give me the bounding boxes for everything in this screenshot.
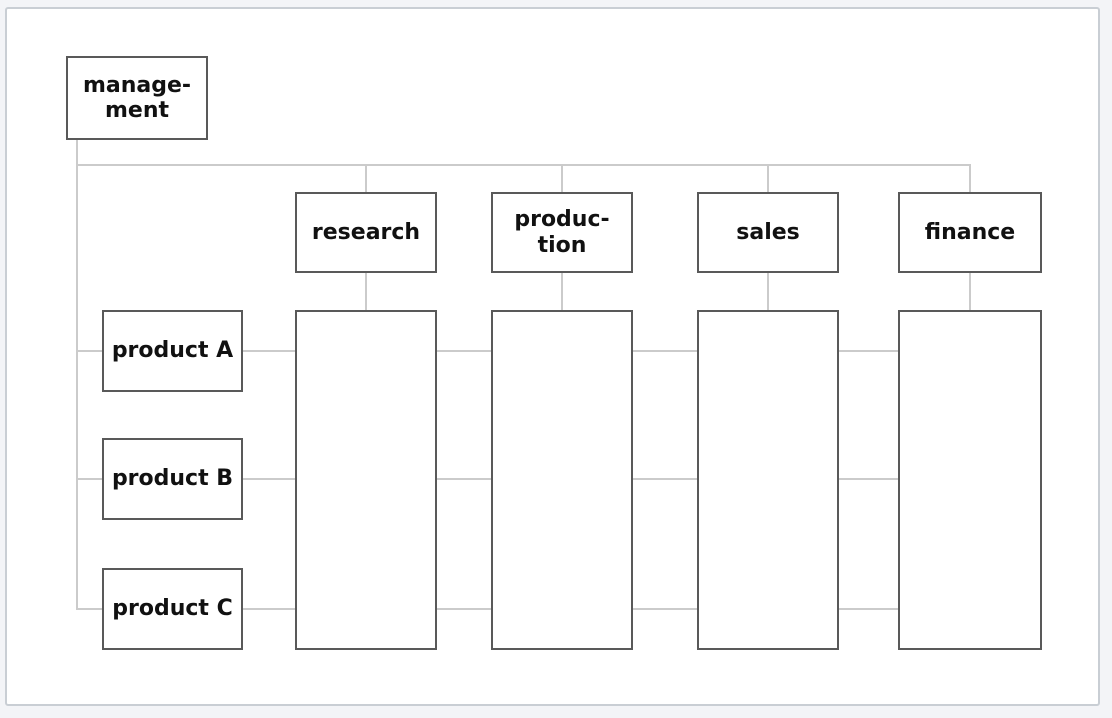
node-research-label: research [311, 219, 421, 245]
node-product-a: product A [102, 310, 243, 392]
connector-trunk-to-research [365, 164, 367, 194]
matrix-column-finance [898, 310, 1042, 650]
node-production-label: produc- tion [514, 207, 610, 258]
connector-trunk-to-sales [767, 164, 769, 194]
connector-trunk-to-production [561, 164, 563, 194]
node-product-a-label: product A [111, 338, 234, 364]
matrix-column-production [491, 310, 633, 650]
node-sales: sales [697, 192, 839, 273]
node-product-b: product B [102, 438, 243, 520]
matrix-column-sales [697, 310, 839, 650]
node-product-c: product C [102, 568, 243, 650]
matrix-column-research [295, 310, 437, 650]
connector-trunk-to-finance [969, 164, 971, 194]
node-research: research [295, 192, 437, 273]
node-sales-label: sales [736, 219, 800, 245]
node-management-label: manage- ment [82, 72, 192, 123]
connector-production-to-column [561, 272, 563, 312]
node-product-b-label: product B [111, 466, 234, 492]
connector-research-to-column [365, 272, 367, 312]
connector-finance-to-column [969, 272, 971, 312]
node-finance-label: finance [924, 219, 1016, 245]
connector-management-trunk-vertical [76, 140, 78, 610]
connector-sales-to-column [767, 272, 769, 312]
node-finance: finance [898, 192, 1042, 273]
node-management: manage- ment [66, 56, 208, 140]
connector-department-trunk-horizontal [76, 164, 971, 166]
node-product-c-label: product C [112, 596, 233, 622]
node-production: produc- tion [491, 192, 633, 273]
